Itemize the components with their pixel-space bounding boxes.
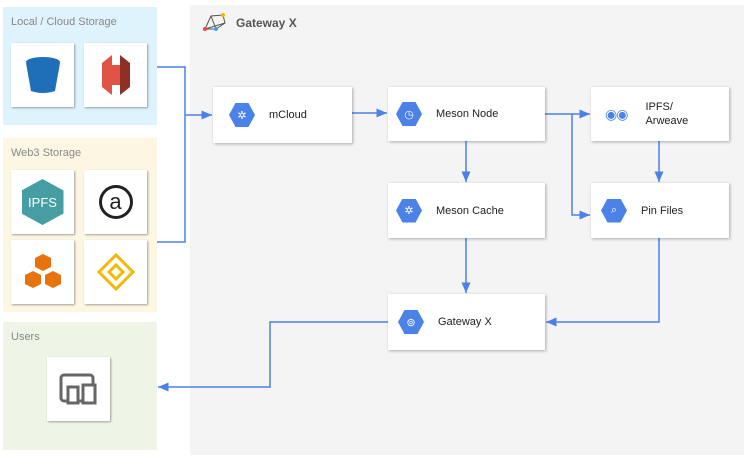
s3-tile[interactable]: [84, 43, 147, 107]
node-meson-node[interactable]: ◷ Meson Node: [388, 87, 545, 141]
group-web3-storage: Web3 Storage IPFS a: [3, 138, 157, 312]
ipfs-tile[interactable]: IPFS: [11, 170, 74, 234]
binance-tile[interactable]: [84, 240, 147, 304]
group-local-cloud-storage: Local / Cloud Storage: [3, 7, 157, 125]
node-label: Meson Node: [436, 108, 499, 120]
group-title: Users: [11, 331, 40, 343]
node-meson-cache[interactable]: ✲ Meson Cache: [388, 183, 545, 238]
search-icon: ⌕: [601, 198, 627, 223]
gateway-title: Gateway X: [236, 16, 297, 30]
group-title: Local / Cloud Storage: [11, 16, 117, 28]
node-pin-files[interactable]: ⌕ Pin Files: [591, 183, 729, 238]
ipfs-icon: IPFS: [21, 179, 64, 225]
cluster-icon: ✲: [396, 198, 422, 223]
devices-tile[interactable]: [47, 357, 110, 421]
cluster-icon: ✲: [229, 103, 255, 127]
node-ipfs-arweave[interactable]: ◉◉ IPFS/ Arweave: [591, 87, 729, 141]
hexagons-tile[interactable]: [11, 240, 74, 304]
group-users: Users: [3, 322, 157, 450]
devices-icon: [59, 373, 96, 405]
arweave-tile[interactable]: a: [84, 170, 147, 234]
arweave-icon: a: [98, 185, 133, 219]
node-label: Meson Cache: [436, 204, 504, 217]
binoculars-icon: ◉◉: [605, 105, 628, 122]
bucket-icon: [25, 57, 60, 93]
group-title: Web3 Storage: [11, 147, 82, 159]
bnb-icon: [96, 252, 135, 292]
node-label: IPFS/ Arweave: [645, 101, 689, 127]
node-label: Pin Files: [641, 204, 684, 217]
hexagon-cluster-icon: [24, 254, 61, 288]
node-label: Gateway X: [438, 316, 492, 328]
node-gateway-x[interactable]: ⊚ Gateway X: [388, 294, 545, 350]
gateway-icon: ⊚: [398, 310, 424, 334]
node-mcloud[interactable]: ✲ mCloud: [213, 87, 352, 143]
timer-icon: ◷: [396, 102, 422, 126]
bucket-tile[interactable]: [11, 43, 74, 107]
node-label: mCloud: [269, 109, 307, 121]
gateway-logo-icon: [203, 13, 227, 31]
aws-s3-icon: [101, 55, 130, 95]
